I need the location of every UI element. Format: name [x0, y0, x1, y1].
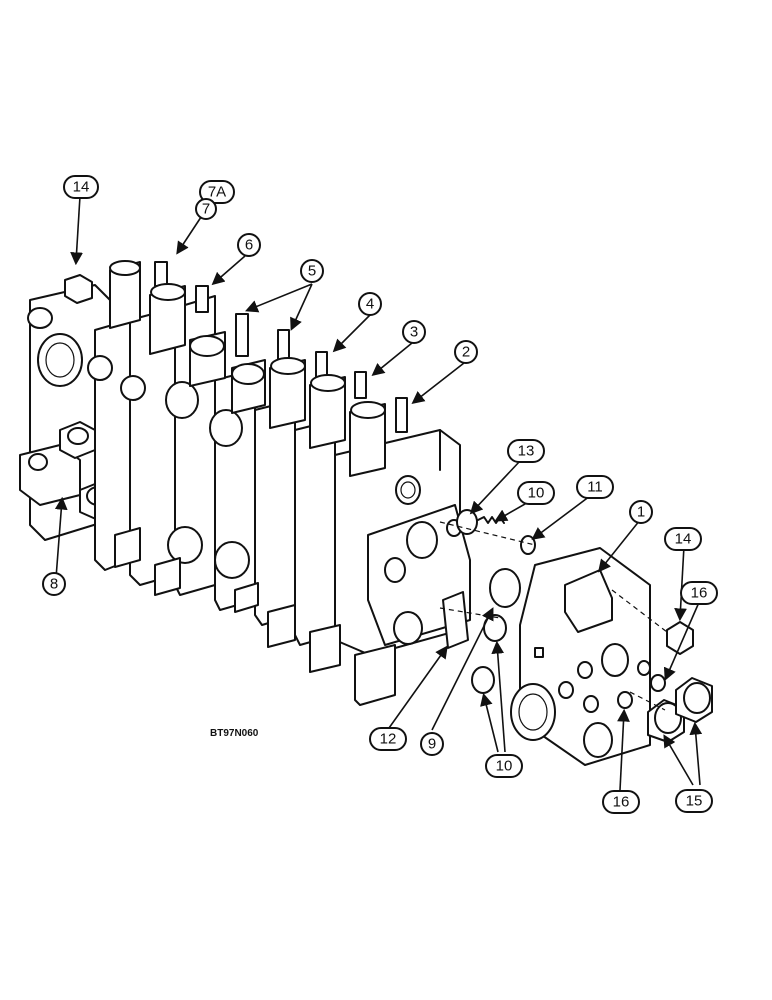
spool-caps: [109, 260, 408, 477]
callout-7: 7: [195, 198, 217, 220]
callout-6: 6: [237, 233, 261, 257]
svg-text:6: 6: [245, 237, 253, 254]
callout-13: 13: [507, 439, 545, 463]
svg-text:14: 14: [73, 179, 90, 196]
svg-text:10: 10: [496, 758, 513, 775]
svg-text:10: 10: [528, 485, 545, 502]
valve-bank-body: [19, 274, 471, 706]
svg-text:3: 3: [410, 324, 418, 341]
svg-text:13: 13: [518, 443, 535, 460]
svg-text:15: 15: [686, 793, 703, 810]
gasket-12: [442, 591, 469, 649]
svg-text:14: 14: [675, 531, 692, 548]
callout-16-right: 16: [680, 581, 718, 605]
o-ring-11: [520, 535, 536, 555]
callout-5: 5: [300, 259, 324, 283]
end-cover-1: [510, 547, 651, 766]
callout-16-bottom: 16: [602, 790, 640, 814]
svg-text:1: 1: [637, 504, 645, 521]
callout-1: 1: [629, 500, 653, 524]
callout-14-right: 14: [664, 527, 702, 551]
svg-text:5: 5: [308, 263, 316, 280]
svg-text:8: 8: [50, 576, 58, 593]
assembly-lines: [439, 521, 668, 711]
svg-text:7A: 7A: [208, 184, 226, 201]
fitting-13: [456, 509, 505, 535]
callout-8: 8: [42, 572, 66, 596]
svg-text:11: 11: [587, 479, 603, 496]
callout-14-top: 14: [63, 175, 99, 199]
svg-text:12: 12: [380, 731, 397, 748]
seal-16-b: [617, 691, 633, 709]
svg-text:2: 2: [462, 344, 470, 361]
callout-3: 3: [402, 320, 426, 344]
callout-7a: 7A: [199, 180, 235, 204]
o-rings: [471, 568, 521, 694]
figure-code: BT97N060: [210, 728, 259, 739]
callout-15: 15: [675, 789, 713, 813]
svg-text:16: 16: [613, 794, 630, 811]
callout-10-top: 10: [517, 481, 555, 505]
callout-12: 12: [369, 727, 407, 751]
svg-text:9: 9: [428, 736, 436, 753]
callout-9: 9: [420, 732, 444, 756]
callout-10-bottom: 10: [485, 754, 523, 778]
svg-text:16: 16: [691, 585, 708, 602]
svg-text:4: 4: [366, 296, 374, 313]
callout-2: 2: [454, 340, 478, 364]
callout-4: 4: [358, 292, 382, 316]
plugs-15: [647, 677, 713, 743]
svg-text:7: 7: [202, 201, 210, 218]
seal-16-a: [650, 674, 666, 692]
callout-11: 11: [576, 475, 614, 499]
